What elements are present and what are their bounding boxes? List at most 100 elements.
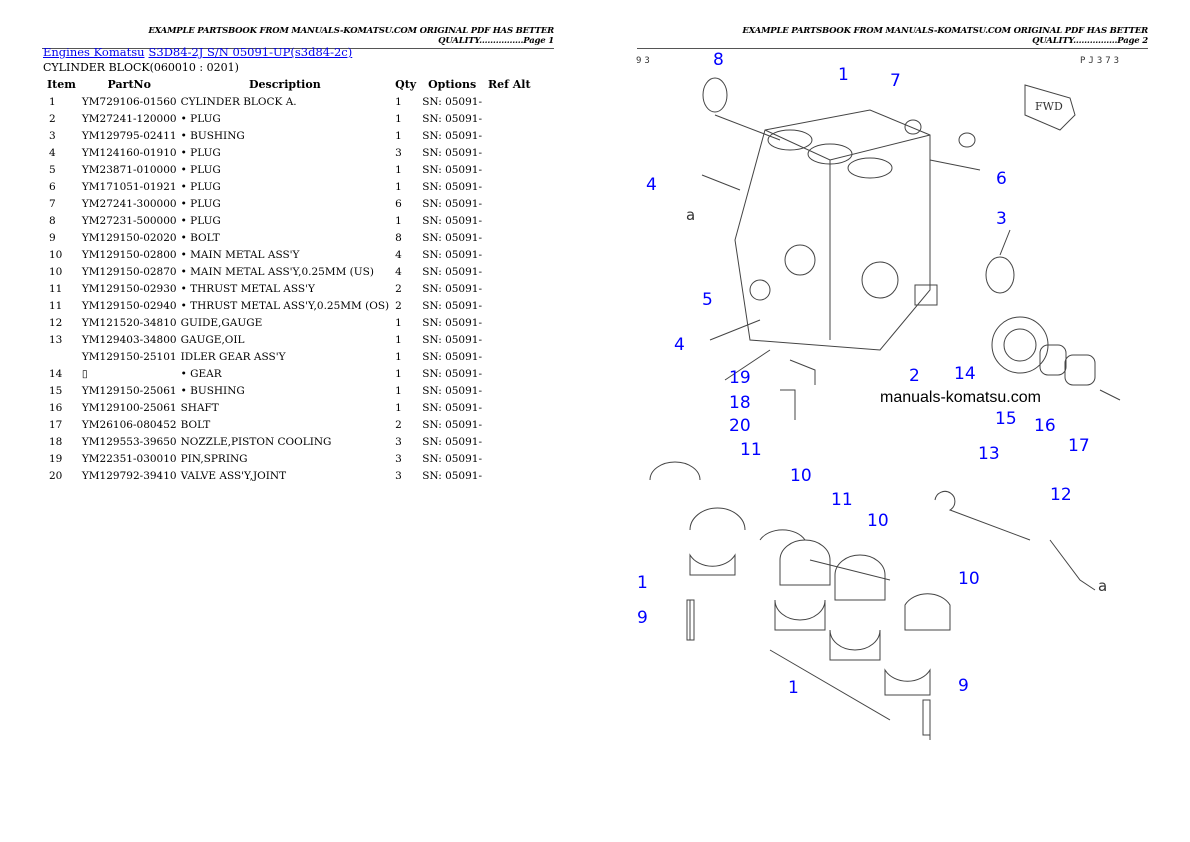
quantity: 1 bbox=[395, 214, 402, 227]
options: SN: 05091- bbox=[422, 282, 483, 295]
callout-label: 1 bbox=[637, 573, 648, 593]
item-number: 9 bbox=[49, 231, 56, 244]
callout-label: 11 bbox=[831, 490, 853, 510]
item-number: 13 bbox=[49, 333, 63, 346]
item-number: 11 bbox=[49, 299, 63, 312]
column-header: Qty bbox=[395, 78, 417, 91]
options: SN: 05091- bbox=[422, 316, 483, 329]
description: • PLUG bbox=[180, 180, 221, 193]
options: SN: 05091- bbox=[422, 367, 483, 380]
options: SN: 05091- bbox=[422, 146, 483, 159]
breadcrumb-link-engines[interactable]: Engines Komatsu bbox=[43, 45, 145, 59]
description: • GEAR bbox=[180, 367, 222, 380]
part-number: YM129100-25061 bbox=[81, 401, 177, 414]
part-number: YM129150-02870 bbox=[81, 265, 177, 278]
watermark: manuals-komatsu.com bbox=[880, 389, 1041, 406]
part-number: YM729106-01560 bbox=[81, 95, 177, 108]
item-number: 10 bbox=[49, 248, 63, 261]
options: SN: 05091- bbox=[422, 248, 483, 261]
quantity: 1 bbox=[395, 384, 402, 397]
quantity: 6 bbox=[395, 197, 402, 210]
quantity: 1 bbox=[395, 163, 402, 176]
callout-label: 6 bbox=[996, 169, 1007, 189]
item-number: 4 bbox=[49, 146, 56, 159]
item-number: 16 bbox=[49, 401, 63, 414]
description: • PLUG bbox=[180, 214, 221, 227]
quantity: 1 bbox=[395, 129, 402, 142]
page-2-header: EXAMPLE PARTSBOOK FROM MANUALS-KOMATSU.C… bbox=[637, 26, 1148, 49]
quantity: 1 bbox=[395, 180, 402, 193]
quantity: 1 bbox=[395, 112, 402, 125]
part-number: YM129150-25101 bbox=[81, 350, 177, 363]
item-number: 11 bbox=[49, 282, 63, 295]
description: CYLINDER BLOCK A. bbox=[180, 95, 297, 108]
callout-label: 13 bbox=[978, 444, 1000, 464]
fwd-label: FWD bbox=[1035, 100, 1063, 113]
breadcrumb-link-model[interactable]: S3D84-2J S/N 05091-UP(s3d84-2c) bbox=[148, 45, 353, 59]
ref-a-top: a bbox=[686, 206, 696, 224]
item-number: 2 bbox=[49, 112, 56, 125]
callout-label: 20 bbox=[729, 416, 751, 436]
description: GAUGE,OIL bbox=[180, 333, 245, 346]
column-header: Ref Alt bbox=[488, 78, 531, 91]
options: SN: 05091- bbox=[422, 180, 483, 193]
description: • BUSHING bbox=[180, 384, 245, 397]
callout-label: 14 bbox=[954, 364, 976, 384]
fwd-arrow-icon: FWD bbox=[1024, 84, 1076, 131]
quantity: 3 bbox=[395, 435, 402, 448]
column-header: PartNo bbox=[107, 78, 151, 91]
part-number: YM121520-34810 bbox=[81, 316, 177, 329]
item-number: 19 bbox=[49, 452, 63, 465]
description: IDLER GEAR ASS'Y bbox=[180, 350, 286, 363]
options: SN: 05091- bbox=[422, 214, 483, 227]
callout-label: 3 bbox=[996, 209, 1007, 229]
item-number: 17 bbox=[49, 418, 63, 431]
description: • THRUST METAL ASS'Y bbox=[180, 282, 315, 295]
options: SN: 05091- bbox=[422, 299, 483, 312]
options: SN: 05091- bbox=[422, 418, 483, 431]
column-header: Options bbox=[428, 78, 477, 91]
part-number: YM22351-030010 bbox=[81, 452, 177, 465]
callout-label: 18 bbox=[729, 393, 751, 413]
part-number: YM26106-080452 bbox=[81, 418, 177, 431]
quantity: 1 bbox=[395, 333, 402, 346]
part-number: ▯ bbox=[81, 367, 88, 380]
callout-label: 1 bbox=[788, 678, 799, 698]
section-title: CYLINDER BLOCK(060010 : 0201) bbox=[43, 61, 239, 74]
quantity: 1 bbox=[395, 316, 402, 329]
bearings-drawing bbox=[649, 461, 1096, 740]
options: SN: 05091- bbox=[422, 401, 483, 414]
callout-label: 5 bbox=[702, 290, 713, 310]
description: • PLUG bbox=[180, 112, 221, 125]
callout-label: 9 bbox=[958, 676, 969, 696]
part-number: YM27241-300000 bbox=[81, 197, 177, 210]
options: SN: 05091- bbox=[422, 350, 483, 363]
options: SN: 05091- bbox=[422, 333, 483, 346]
options: SN: 05091- bbox=[422, 435, 483, 448]
part-number: YM129150-02930 bbox=[81, 282, 177, 295]
description: • THRUST METAL ASS'Y,0.25MM (OS) bbox=[180, 299, 390, 312]
part-number: YM27231-500000 bbox=[81, 214, 177, 227]
quantity: 3 bbox=[395, 452, 402, 465]
item-number: 20 bbox=[49, 469, 63, 482]
callout-label: 10 bbox=[867, 511, 889, 531]
column-header: Description bbox=[249, 78, 321, 91]
description: • MAIN METAL ASS'Y bbox=[180, 248, 300, 261]
description: BOLT bbox=[180, 418, 211, 431]
ref-a-bottom: a bbox=[1098, 577, 1108, 595]
callout-label: 15 bbox=[995, 409, 1017, 429]
